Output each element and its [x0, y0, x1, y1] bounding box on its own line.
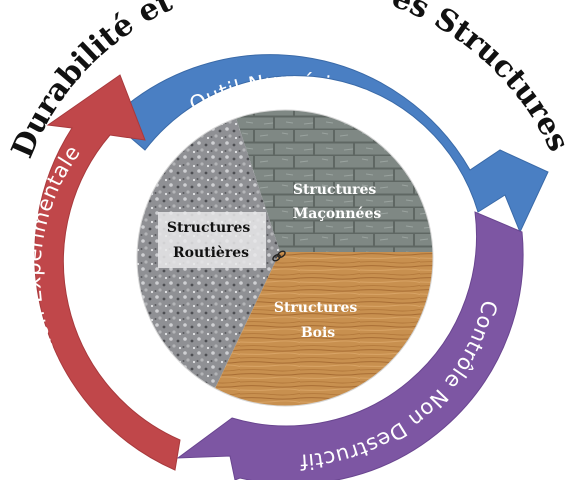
title-right-text: es Structures [387, 0, 575, 157]
arc-arrow-outil-numerique [109, 54, 549, 234]
label-road: Structures Routières [167, 220, 255, 261]
arc-arrow-caracterisation-experimentale [34, 74, 181, 471]
label-wood: Structures Bois [274, 300, 362, 341]
label-masonry: Structures Maçonnées [293, 182, 382, 222]
chain-link-icon [272, 250, 286, 262]
road-label-box [158, 212, 266, 268]
arc-arrow-controle-non-destructif [176, 211, 524, 480]
